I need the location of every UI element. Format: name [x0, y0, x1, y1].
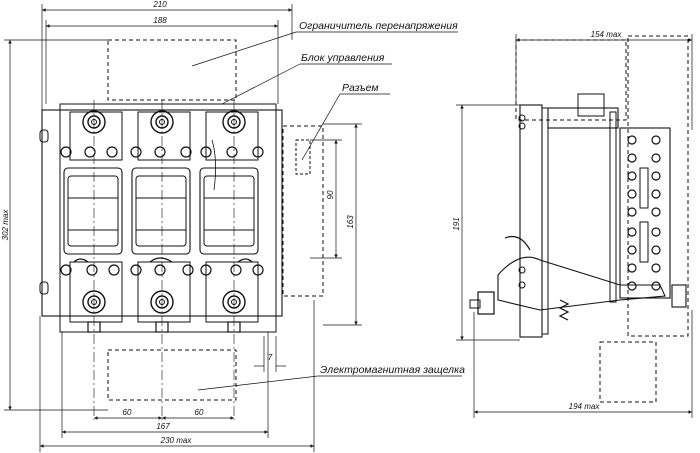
dim-60-left: 60 [123, 408, 132, 417]
em-latch-outline [107, 349, 237, 401]
pole-2 [131, 110, 191, 323]
dim-302-max: 302 max [1, 209, 10, 241]
dimension-lines [4, 4, 693, 452]
control-unit-outline [107, 39, 237, 101]
connector-outline [282, 125, 324, 297]
dim-167: 167 [156, 422, 170, 431]
dim-191: 191 [452, 217, 461, 230]
pole-1 [63, 110, 123, 323]
side-view [469, 35, 689, 403]
pole-3 [199, 110, 259, 323]
dim-194-max: 194 max [569, 402, 601, 411]
dim-154-max: 154 max [591, 30, 623, 39]
dim-163: 163 [346, 215, 355, 229]
dim-230-max: 230 max [160, 436, 193, 445]
label-connector: Разъем [342, 82, 379, 94]
front-view [39, 39, 324, 420]
leaders [191, 31, 462, 391]
dim-7: 7 [268, 353, 273, 362]
label-control-unit: Блок управления [301, 52, 385, 64]
label-surge-limiter: Ограничитель перенапряжения [299, 20, 458, 32]
dim-90: 90 [326, 190, 335, 199]
dim-60-right: 60 [195, 408, 204, 417]
dim-210: 210 [152, 0, 167, 9]
label-em-latch: Электромагнитная защелка [320, 364, 465, 376]
dim-188: 188 [153, 16, 167, 25]
